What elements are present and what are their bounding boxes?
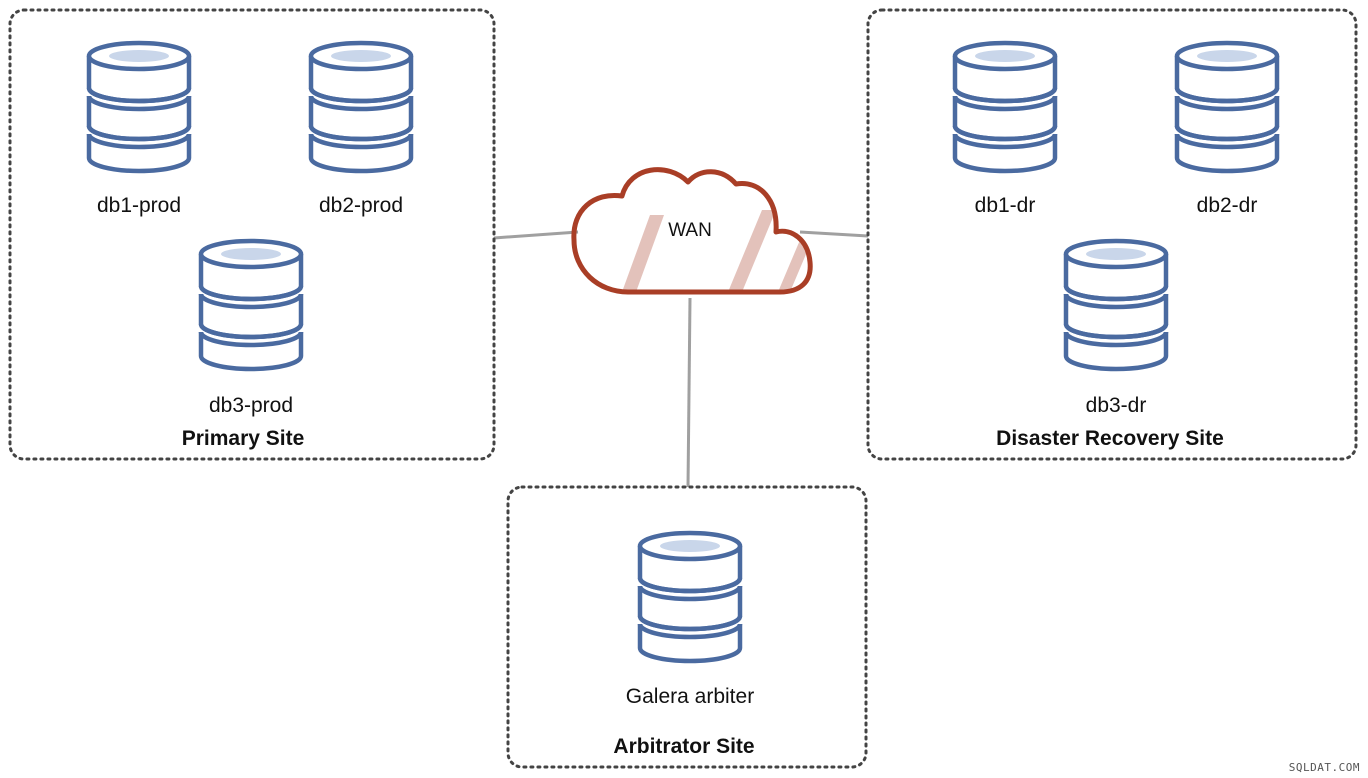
dr-site-box: [866, 8, 1358, 461]
wan-label: WAN: [668, 220, 712, 241]
node-label-db3-dr: db3-dr: [1086, 394, 1147, 417]
node-label-db1-prod: db1-prod: [97, 194, 181, 217]
node-label-galera-arbiter: Galera arbiter: [626, 685, 754, 708]
wan-links: [493, 230, 869, 488]
dr-site-label: Disaster Recovery Site: [996, 427, 1224, 450]
link-wan-arbitrator: [686, 297, 692, 488]
database-icon: [640, 533, 740, 661]
node-label-db3-prod: db3-prod: [209, 394, 293, 417]
database-icon: [201, 241, 301, 369]
cloud-icon: [571, 167, 813, 295]
database-icon: [1066, 241, 1166, 369]
node-label-db2-prod: db2-prod: [319, 194, 403, 217]
database-icon: [311, 43, 411, 171]
database-icon: [1177, 43, 1277, 171]
database-icon: [955, 43, 1055, 171]
arbitrator-site-label: Arbitrator Site: [613, 735, 754, 758]
primary-site-label: Primary Site: [182, 427, 305, 450]
arbitrator-site-box: [506, 485, 868, 769]
node-label-db1-dr: db1-dr: [975, 194, 1036, 217]
database-icon: [89, 43, 189, 171]
link-dr-wan: [799, 230, 869, 238]
node-label-db2-dr: db2-dr: [1197, 194, 1258, 217]
primary-site-box: [8, 8, 496, 461]
link-primary-wan: [493, 230, 579, 240]
watermark: SQLDAT.COM: [1288, 761, 1360, 774]
